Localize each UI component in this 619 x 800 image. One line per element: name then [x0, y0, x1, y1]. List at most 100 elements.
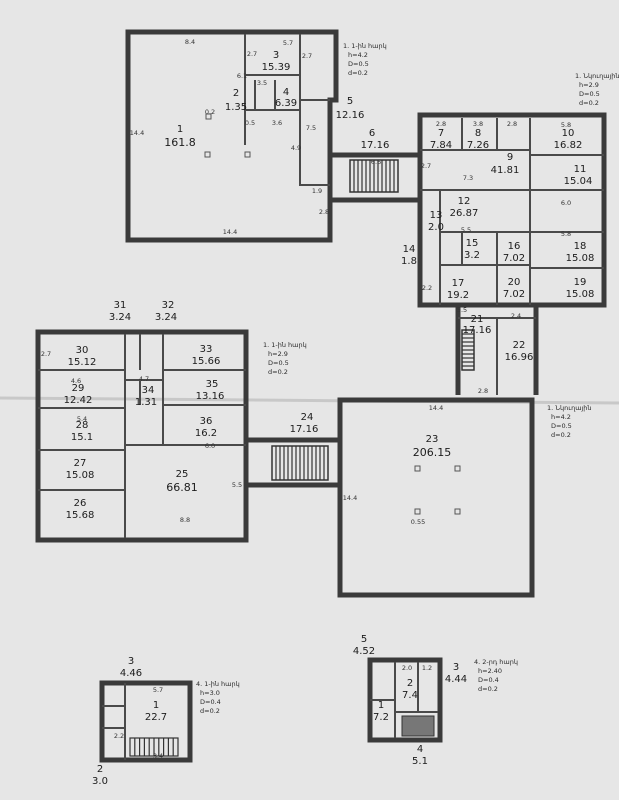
small-plan-a: [99, 680, 193, 763]
svg-text:3.24: 3.24: [155, 312, 177, 323]
svg-text:7.3: 7.3: [463, 174, 473, 182]
stair-21: [455, 305, 539, 395]
svg-text:d=0.2: d=0.2: [478, 685, 498, 693]
svg-text:4.46: 4.46: [120, 668, 142, 679]
svg-text:14.4: 14.4: [130, 129, 144, 137]
svg-text:D=0.4: D=0.4: [478, 676, 499, 684]
svg-text:h=4.2: h=4.2: [551, 413, 571, 421]
svg-text:19: 19: [574, 277, 587, 288]
svg-text:5.5: 5.5: [457, 306, 467, 314]
svg-text:12: 12: [458, 196, 471, 207]
svg-text:6.6: 6.6: [371, 158, 381, 166]
small-b-room-5: 54.52: [353, 634, 375, 657]
svg-text:h=3.0: h=3.0: [200, 689, 220, 697]
svg-text:18: 18: [574, 241, 587, 252]
svg-text:3: 3: [453, 662, 459, 673]
svg-text:30: 30: [76, 345, 89, 356]
svg-text:2: 2: [97, 764, 103, 775]
svg-text:1. 1-ին հարկ: 1. 1-ին հարկ: [343, 42, 387, 50]
svg-text:32: 32: [162, 300, 175, 311]
svg-text:1.2: 1.2: [422, 664, 432, 672]
svg-text:22: 22: [513, 340, 526, 351]
svg-text:15.66: 15.66: [192, 356, 221, 367]
svg-text:0.5: 0.5: [245, 119, 255, 127]
svg-text:7.26: 7.26: [467, 140, 489, 151]
svg-text:5.4: 5.4: [77, 415, 87, 423]
small-b-room-1: 17.2: [373, 700, 389, 723]
room-14: 141.8: [401, 244, 417, 267]
svg-text:14.4: 14.4: [223, 228, 237, 236]
svg-text:7.4: 7.4: [402, 690, 418, 701]
building-1: [125, 29, 339, 243]
svg-text:2.8: 2.8: [319, 208, 329, 216]
svg-text:5.8: 5.8: [561, 230, 571, 238]
room-3: 315.39: [262, 50, 291, 73]
svg-text:33: 33: [200, 344, 213, 355]
svg-text:2.2: 2.2: [422, 284, 432, 292]
building-west: [35, 329, 249, 543]
small-b-room-2: 27.4: [402, 678, 418, 701]
svg-text:d=0.2: d=0.2: [200, 707, 220, 715]
svg-text:8: 8: [475, 128, 481, 139]
svg-text:2.4: 2.4: [511, 312, 521, 320]
room-16: 167.02: [503, 241, 525, 264]
svg-text:1.31: 1.31: [135, 397, 157, 408]
svg-text:34: 34: [142, 385, 155, 396]
svg-text:5.1: 5.1: [412, 756, 428, 767]
svg-text:15.39: 15.39: [262, 62, 291, 73]
svg-text:2.7: 2.7: [421, 162, 431, 170]
svg-text:7: 7: [438, 128, 444, 139]
small-b-room-3: 34.44: [445, 662, 467, 685]
svg-text:26: 26: [74, 498, 87, 509]
svg-text:5: 5: [347, 96, 353, 107]
room-9: 941.81: [491, 152, 520, 176]
room-34: 341.31: [135, 385, 157, 408]
room-5: 512.16: [336, 96, 365, 121]
building-2: [337, 397, 535, 598]
svg-text:1: 1: [378, 700, 384, 711]
svg-text:15.1: 15.1: [71, 432, 93, 443]
svg-text:4: 4: [283, 87, 289, 98]
svg-text:7.84: 7.84: [430, 140, 452, 151]
svg-text:8.8: 8.8: [180, 516, 190, 524]
svg-text:7.02: 7.02: [503, 289, 525, 300]
svg-text:7.5: 7.5: [306, 124, 316, 132]
room-32: 323.24: [155, 300, 177, 323]
svg-text:41.81: 41.81: [491, 165, 520, 176]
svg-text:16: 16: [508, 241, 521, 252]
svg-text:17.16: 17.16: [290, 424, 319, 435]
room-6: 617.16: [361, 128, 390, 151]
svg-text:d=0.2: d=0.2: [551, 431, 571, 439]
svg-text:20: 20: [508, 277, 521, 288]
room-8: 87.26: [467, 128, 489, 151]
svg-text:13.16: 13.16: [196, 391, 225, 402]
svg-text:1: 1: [177, 124, 183, 135]
room-7: 77.84: [430, 128, 452, 151]
svg-text:15.08: 15.08: [566, 253, 595, 264]
svg-text:24: 24: [301, 412, 314, 423]
legend-mid-left: 1. 1-ին հարկ h=2.9 D=0.5 d=0.2: [263, 341, 307, 376]
svg-text:15.04: 15.04: [564, 176, 593, 187]
svg-text:9: 9: [507, 152, 513, 163]
svg-text:15.12: 15.12: [68, 357, 97, 368]
svg-text:3: 3: [128, 656, 134, 667]
small-plan-b: [367, 657, 443, 743]
svg-text:3.24: 3.24: [109, 312, 131, 323]
svg-text:161.8: 161.8: [164, 136, 196, 149]
svg-text:4.9: 4.9: [291, 144, 301, 152]
svg-text:6: 6: [369, 128, 375, 139]
svg-text:2: 2: [407, 678, 413, 689]
svg-text:d=0.2: d=0.2: [579, 99, 599, 107]
svg-text:31: 31: [114, 300, 127, 311]
stair-6: [330, 152, 420, 203]
svg-text:27: 27: [74, 458, 87, 469]
svg-text:7.02: 7.02: [503, 253, 525, 264]
svg-text:13: 13: [430, 210, 443, 221]
svg-text:5.8: 5.8: [561, 121, 571, 129]
